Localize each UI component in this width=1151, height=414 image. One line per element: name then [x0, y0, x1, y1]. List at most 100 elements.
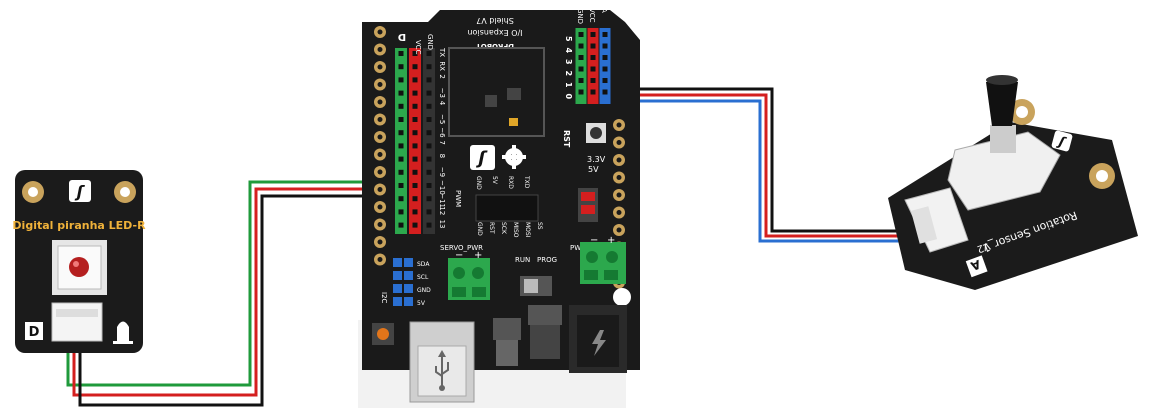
pin: [602, 78, 608, 83]
rotation-knob[interactable]: [986, 82, 1018, 126]
sensor-wire-black: [592, 87, 935, 233]
serial-labels: GND 5V RXD TXD: [475, 175, 530, 190]
serial-label: RXD: [507, 176, 514, 189]
pin: [426, 130, 432, 136]
pin-label: 12: [438, 206, 446, 215]
pin: [412, 64, 418, 70]
pin: [602, 89, 608, 95]
pin-label: ~10: [438, 180, 446, 195]
sensor-wire-red: [596, 93, 935, 238]
logic-label-5: 5V: [588, 165, 599, 174]
header-label: A: [600, 8, 608, 13]
svg-text:ʃ: ʃ: [74, 182, 86, 201]
pin: [412, 77, 418, 83]
pin: [602, 43, 608, 49]
pin-label: ~5: [438, 114, 446, 124]
sensor-board: [888, 122, 1138, 290]
vcc-header-label: VCC: [414, 40, 422, 55]
i2c-label: GND: [417, 287, 431, 294]
pin: [404, 284, 413, 293]
pin: [578, 78, 584, 83]
pin-label: 5: [564, 36, 573, 42]
led-type-letter: D: [29, 325, 40, 340]
pin: [412, 130, 418, 136]
spi-label: MOSI: [524, 222, 531, 238]
mounting-hole: [613, 288, 631, 306]
serial-label: TXD: [523, 175, 530, 189]
svg-text:+: +: [607, 235, 615, 246]
pin-column: [409, 48, 421, 234]
pin: [393, 271, 402, 280]
dfrobot-logo-icon: [69, 180, 91, 202]
led-cable: [66, 180, 438, 407]
pin: [393, 297, 402, 306]
sensor-wire-blue: [600, 99, 935, 243]
pin-label: ~3: [438, 88, 446, 98]
pin: [426, 103, 432, 109]
pin-label: ~6: [438, 127, 446, 138]
svg-text:ʃ: ʃ: [475, 148, 488, 169]
pin: [590, 66, 596, 72]
pin: [426, 143, 432, 149]
analog-pin-header: [575, 28, 611, 104]
pin: [412, 222, 418, 228]
serial-label: 5V: [491, 176, 498, 185]
pin-label: 4: [564, 48, 573, 54]
logic-label-33: 3.3V: [587, 155, 606, 164]
pin-label: 7: [438, 140, 446, 144]
pin-column: [599, 28, 611, 104]
pin: [426, 156, 432, 162]
voltage-regulator: [493, 318, 521, 366]
usb-icon: [435, 350, 449, 391]
pin: [393, 258, 402, 267]
spi-label: GND: [476, 222, 483, 236]
pin: [398, 156, 404, 162]
pin: [590, 43, 596, 49]
i2c-title: I2C: [380, 292, 388, 304]
reset-button[interactable]: [586, 123, 606, 143]
pin: [590, 32, 596, 37]
pin: [398, 64, 404, 70]
run-label: RUN: [515, 256, 530, 264]
power-input-terminal: [580, 242, 626, 284]
dfrobot-logo-icon: [1051, 130, 1073, 152]
svg-text:−: −: [455, 250, 463, 261]
pin: [404, 271, 413, 280]
led-wire-black: [78, 194, 438, 407]
gnd-header-label: GND: [426, 34, 434, 50]
pin-label: 1: [564, 82, 573, 88]
pin-label: 13: [438, 220, 446, 229]
led-wire-green: [66, 180, 378, 387]
pin: [426, 209, 432, 215]
i2c-label: 5V: [417, 300, 426, 307]
gear-icon: [502, 145, 526, 169]
logic-switch[interactable]: [578, 188, 598, 222]
pin: [426, 117, 432, 122]
sensor-cable: [592, 87, 935, 243]
pin: [578, 66, 584, 72]
potentiometer[interactable]: [947, 75, 1061, 211]
led-lens: [69, 257, 89, 277]
voltage-regulator: [528, 305, 562, 359]
pin: [398, 169, 404, 175]
pin: [398, 51, 404, 56]
rotation-sensor-module: ʃ Rotation Sensor_1 V2 A: [888, 75, 1138, 290]
serial-label: GND: [475, 176, 482, 190]
pin: [426, 64, 432, 70]
prog-label: PROG: [537, 256, 557, 264]
pin: [398, 196, 404, 202]
pin: [426, 169, 432, 175]
pin: [578, 43, 584, 49]
pin: [412, 183, 418, 188]
pin-label: 3: [564, 59, 573, 65]
pin: [404, 297, 413, 306]
i2c-label: SDA: [417, 261, 430, 268]
pin-column: [395, 48, 407, 234]
spi-label: MISO: [512, 222, 519, 238]
spi-header: [475, 194, 539, 222]
run-prog-switch[interactable]: [520, 276, 552, 296]
pin: [412, 156, 418, 162]
pin: [412, 169, 418, 175]
pin: [398, 183, 404, 188]
